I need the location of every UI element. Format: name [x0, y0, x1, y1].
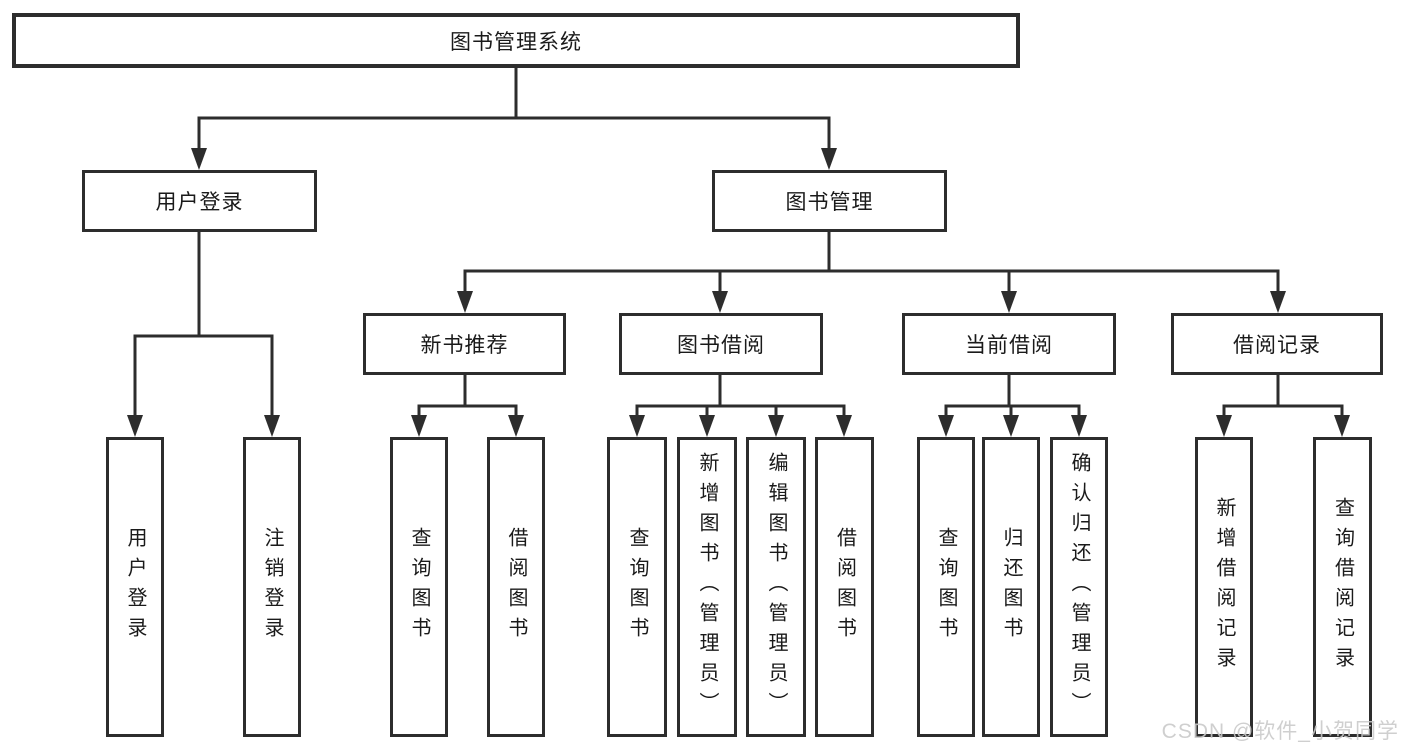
node-label: 图书借阅	[677, 334, 765, 357]
node-label: 当前借阅	[965, 334, 1053, 357]
node-label: 借阅记录	[1233, 334, 1321, 357]
node-label: 新增借阅记录	[1213, 497, 1235, 677]
watermark: CSDN @软件_小贺同学	[1161, 720, 1399, 743]
node-current-borrowing: 当前借阅	[902, 313, 1116, 375]
leaf-query-books-current: 查询图书	[917, 437, 975, 737]
arrowhead-icon	[1071, 415, 1087, 437]
arrowhead-icon	[768, 415, 784, 437]
node-library-management-system: 图书管理系统	[12, 13, 1020, 68]
arrowhead-icon	[191, 148, 207, 170]
leaf-query-borrow-record: 查询借阅记录	[1313, 437, 1372, 737]
arrowhead-icon	[411, 415, 427, 437]
node-label: 查询图书	[408, 527, 430, 647]
leaf-query-books-recommend: 查询图书	[390, 437, 448, 737]
node-label: 用户登录	[124, 527, 146, 647]
edges-root-to-level2	[191, 66, 837, 170]
node-label: 借阅图书	[833, 527, 856, 647]
edges-book-management-to-level3	[457, 231, 1286, 313]
node-label: 图书管理系统	[450, 30, 582, 54]
leaf-add-books-admin: 新增图书（管理员）	[677, 437, 737, 737]
node-label: 新增图书（管理员）	[696, 452, 718, 722]
node-user-login: 用户登录	[82, 170, 317, 232]
arrowhead-icon	[938, 415, 954, 437]
arrowhead-icon	[1334, 415, 1350, 437]
node-new-book-recommendation: 新书推荐	[363, 313, 566, 375]
arrowhead-icon	[1001, 291, 1017, 313]
node-label: 借阅图书	[505, 527, 527, 647]
edges-user-login-to-leaves	[127, 231, 280, 437]
edges-current-borrowing-to-leaves	[938, 372, 1087, 437]
leaf-user-login: 用户登录	[106, 437, 164, 737]
leaf-edit-books-admin: 编辑图书（管理员）	[746, 437, 806, 737]
node-borrowing-records: 借阅记录	[1171, 313, 1383, 375]
arrowhead-icon	[1003, 415, 1019, 437]
leaf-confirm-return-admin: 确认归还（管理员）	[1050, 437, 1108, 737]
arrowhead-icon	[699, 415, 715, 437]
leaf-add-borrow-record: 新增借阅记录	[1195, 437, 1253, 737]
arrowhead-icon	[457, 291, 473, 313]
edges-borrowing-records-to-leaves	[1216, 372, 1350, 437]
leaf-borrow-books: 借阅图书	[815, 437, 874, 737]
node-label: 查询图书	[935, 527, 957, 647]
arrowhead-icon	[821, 148, 837, 170]
node-label: 查询借阅记录	[1331, 497, 1354, 677]
leaf-borrow-books-recommend: 借阅图书	[487, 437, 545, 737]
arrowhead-icon	[1270, 291, 1286, 313]
edges-new-book-recommendation-to-leaves	[411, 372, 524, 437]
arrowhead-icon	[508, 415, 524, 437]
node-label: 用户登录	[155, 191, 244, 214]
arrowhead-icon	[1216, 415, 1232, 437]
node-label: 新书推荐	[420, 334, 509, 357]
leaf-logout: 注销登录	[243, 437, 301, 737]
node-book-management: 图书管理	[712, 170, 947, 232]
node-label: 编辑图书（管理员）	[765, 452, 787, 722]
leaf-return-books: 归还图书	[982, 437, 1040, 737]
arrowhead-icon	[629, 415, 645, 437]
arrowhead-icon	[127, 415, 143, 437]
node-book-borrowing: 图书借阅	[619, 313, 823, 375]
arrowhead-icon	[712, 291, 728, 313]
arrowhead-icon	[836, 415, 852, 437]
edges-book-borrowing-to-leaves	[629, 372, 852, 437]
node-label: 归还图书	[1000, 527, 1022, 647]
arrowhead-icon	[264, 415, 280, 437]
node-label: 注销登录	[261, 527, 283, 647]
leaf-query-books-borrow: 查询图书	[607, 437, 667, 737]
node-label: 查询图书	[626, 527, 648, 647]
node-label: 确认归还（管理员）	[1068, 452, 1090, 722]
node-label: 图书管理	[785, 191, 874, 214]
